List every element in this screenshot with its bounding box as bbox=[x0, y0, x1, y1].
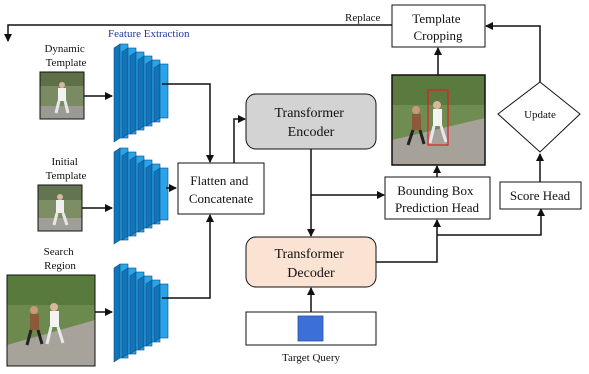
flatten-concatenate-box bbox=[177, 162, 265, 215]
score-head-label: Score Head bbox=[510, 188, 571, 203]
feature-block-side bbox=[121, 267, 129, 359]
feature-block-side bbox=[153, 283, 161, 343]
feature-block-side bbox=[153, 167, 161, 225]
feature-block-side bbox=[145, 279, 153, 347]
search-region-image bbox=[6, 274, 96, 367]
feature-extractor-dynamic bbox=[113, 43, 169, 143]
arrow-decoder-to-bbox-head bbox=[376, 219, 441, 263]
transformer-encoder-label: Transformer Encoder bbox=[275, 106, 348, 140]
feature-extraction-label: Feature Extraction bbox=[108, 28, 190, 40]
arrow-flatten-to-encoder bbox=[233, 115, 246, 163]
initial-template-image bbox=[37, 184, 83, 232]
feature-block-side bbox=[137, 55, 145, 131]
dynamic-template-label: Dynamic Template bbox=[44, 43, 87, 69]
feature-block-side bbox=[129, 51, 137, 135]
feature-block-side bbox=[113, 147, 121, 245]
arrow-replace-to-dynamic-template bbox=[4, 24, 392, 42]
feature-block-side bbox=[113, 43, 121, 143]
target-query-label: Target Query bbox=[282, 352, 340, 364]
bbox-prediction-head-box bbox=[384, 176, 491, 220]
update-decision bbox=[497, 81, 581, 153]
tracking-result-image bbox=[391, 74, 486, 166]
feature-block-side bbox=[153, 63, 161, 123]
transformer-encoder-box bbox=[245, 93, 377, 150]
feature-block-side bbox=[113, 263, 121, 363]
feature-block-side bbox=[145, 163, 153, 229]
feature-block-side bbox=[121, 151, 129, 241]
flatten-concatenate-label: Flatten and Concatenate bbox=[189, 173, 253, 206]
feature-block-side bbox=[129, 271, 137, 355]
feature-block-side bbox=[121, 47, 129, 139]
feature-block bbox=[159, 63, 169, 119]
predicted-bounding-box bbox=[427, 89, 449, 146]
dynamic-template-image bbox=[39, 71, 85, 120]
feature-block bbox=[159, 283, 169, 339]
template-cropping-box bbox=[391, 4, 486, 48]
arrow-encoder-to-bbox-head bbox=[310, 149, 385, 199]
feature-extractor-search bbox=[113, 263, 169, 363]
arrow-extractor-dynamic-to-flatten bbox=[162, 83, 214, 163]
template-cropping-label: Template Cropping bbox=[412, 11, 463, 43]
arrow-extractor-search-to-flatten bbox=[162, 214, 214, 299]
query-token bbox=[297, 315, 324, 342]
bbox-prediction-head-label: Bounding Box Prediction Head bbox=[395, 183, 480, 215]
feature-block-side bbox=[145, 59, 153, 127]
replace-label: Replace bbox=[345, 12, 381, 24]
arrow-decoder-to-score-head bbox=[437, 208, 545, 236]
feature-block-side bbox=[137, 275, 145, 351]
arrow-update-to-cropping bbox=[485, 22, 541, 82]
search-region-label: Search Region bbox=[44, 246, 77, 272]
feature-block-side bbox=[137, 159, 145, 233]
update-label: Update bbox=[524, 109, 556, 121]
transformer-decoder-label: Transformer Decoder bbox=[275, 247, 348, 281]
feature-block bbox=[159, 167, 169, 221]
initial-template-label: Initial Template bbox=[46, 156, 87, 182]
feature-block-side bbox=[129, 155, 137, 237]
feature-extractor-initial bbox=[113, 147, 169, 245]
